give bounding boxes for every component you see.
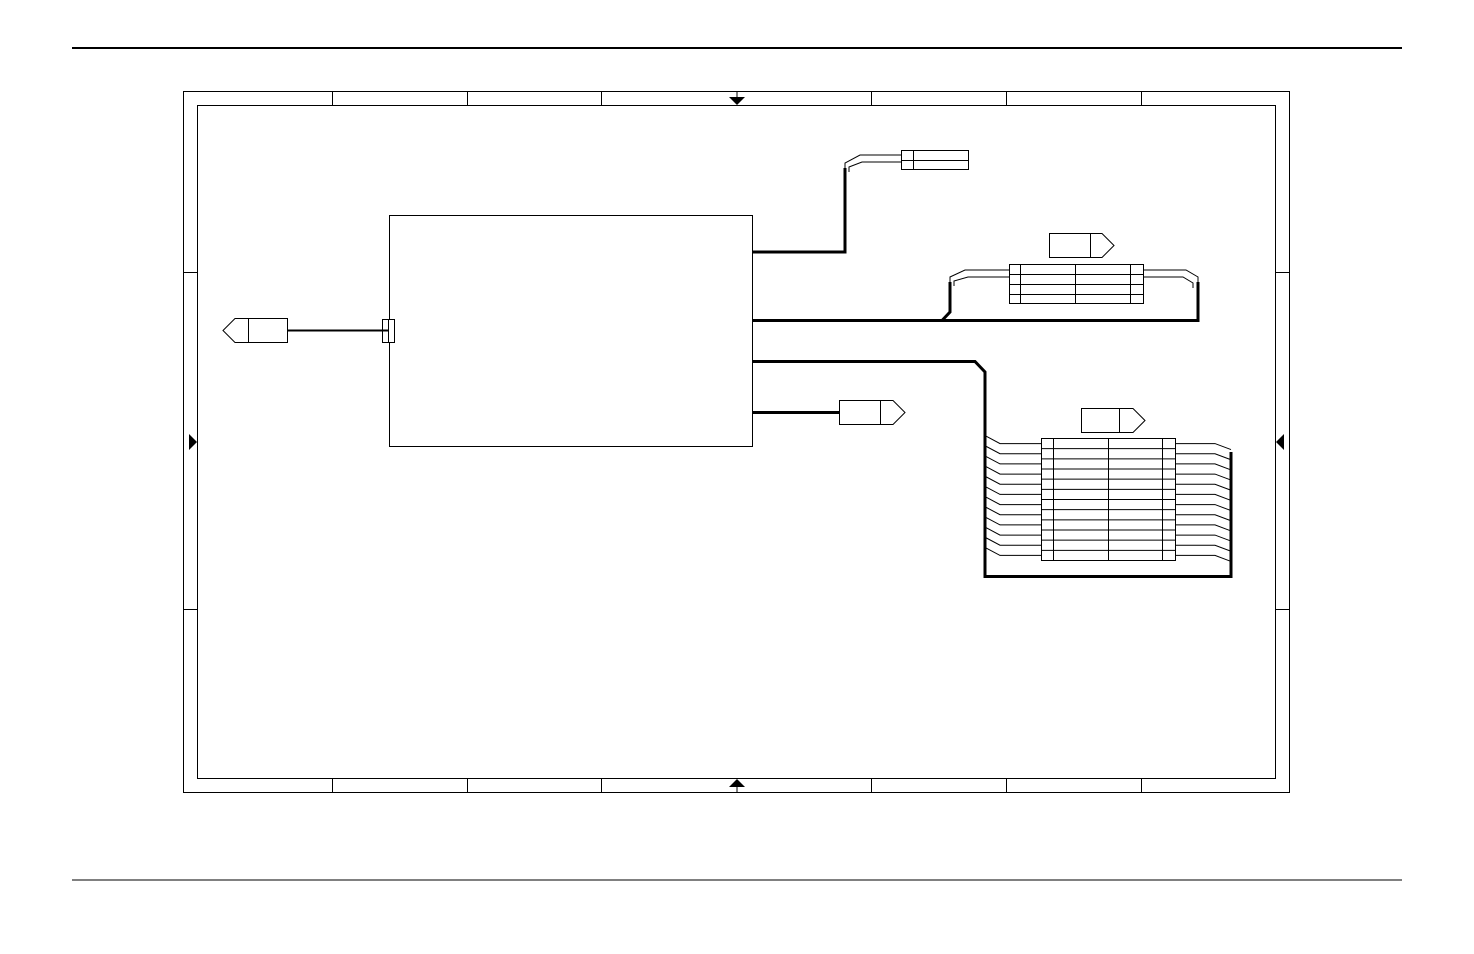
left-center-arrow-icon — [189, 434, 197, 450]
harness-wire-right — [1176, 504, 1232, 512]
harness-wire-right — [1176, 443, 1232, 451]
harness-wire-left — [984, 536, 1041, 546]
bottom-center-arrow-icon — [729, 779, 745, 787]
two-pin-plug[interactable] — [901, 150, 969, 170]
left-input-connector[interactable] — [222, 318, 288, 343]
harness-wire-left — [984, 455, 1041, 465]
harness-wire-1 — [752, 282, 952, 322]
harness-wire-left — [984, 485, 1041, 495]
harness-wire-left — [984, 445, 1041, 455]
harness-wire-right — [1176, 463, 1232, 471]
harness-bus-1 — [942, 282, 1200, 322]
drawing-frame — [183, 91, 1290, 793]
harness-bus-2 — [752, 360, 1233, 578]
harness-wire-right — [1176, 524, 1232, 532]
top-center-arrow-icon — [729, 97, 745, 105]
harness-bundle-left — [984, 435, 1041, 556]
harness-wire-right — [1176, 544, 1232, 552]
twelve-pin-connector[interactable] — [1041, 438, 1176, 561]
harness-wire-left — [984, 475, 1041, 485]
harness-wire-right — [1176, 534, 1232, 542]
plug-wire — [752, 168, 847, 254]
harness-bundle-right — [1176, 443, 1232, 562]
lower-output-connector[interactable] — [839, 400, 906, 425]
right-center-arrow-icon — [1276, 434, 1284, 450]
large-harness-connector[interactable] — [1081, 408, 1146, 433]
harness-wire-right — [1176, 453, 1232, 461]
harness-wire-left — [984, 526, 1041, 536]
harness-wire-right — [1176, 473, 1232, 481]
harness-wire-left — [984, 465, 1041, 475]
harness-wire-right — [1176, 483, 1232, 491]
main-module-block[interactable] — [389, 215, 753, 447]
four-pin-connector[interactable] — [1009, 264, 1144, 304]
harness-wire-left — [984, 435, 1041, 445]
harness-wire-right — [1176, 554, 1232, 562]
upper-harness-connector[interactable] — [1049, 233, 1115, 258]
harness-wire-right — [1176, 493, 1232, 501]
harness-wire-left — [984, 516, 1041, 526]
harness-wire-right — [1176, 514, 1232, 522]
harness-wire-left — [984, 496, 1041, 506]
harness-wire-left — [984, 506, 1041, 516]
harness-wire-left — [984, 546, 1041, 556]
